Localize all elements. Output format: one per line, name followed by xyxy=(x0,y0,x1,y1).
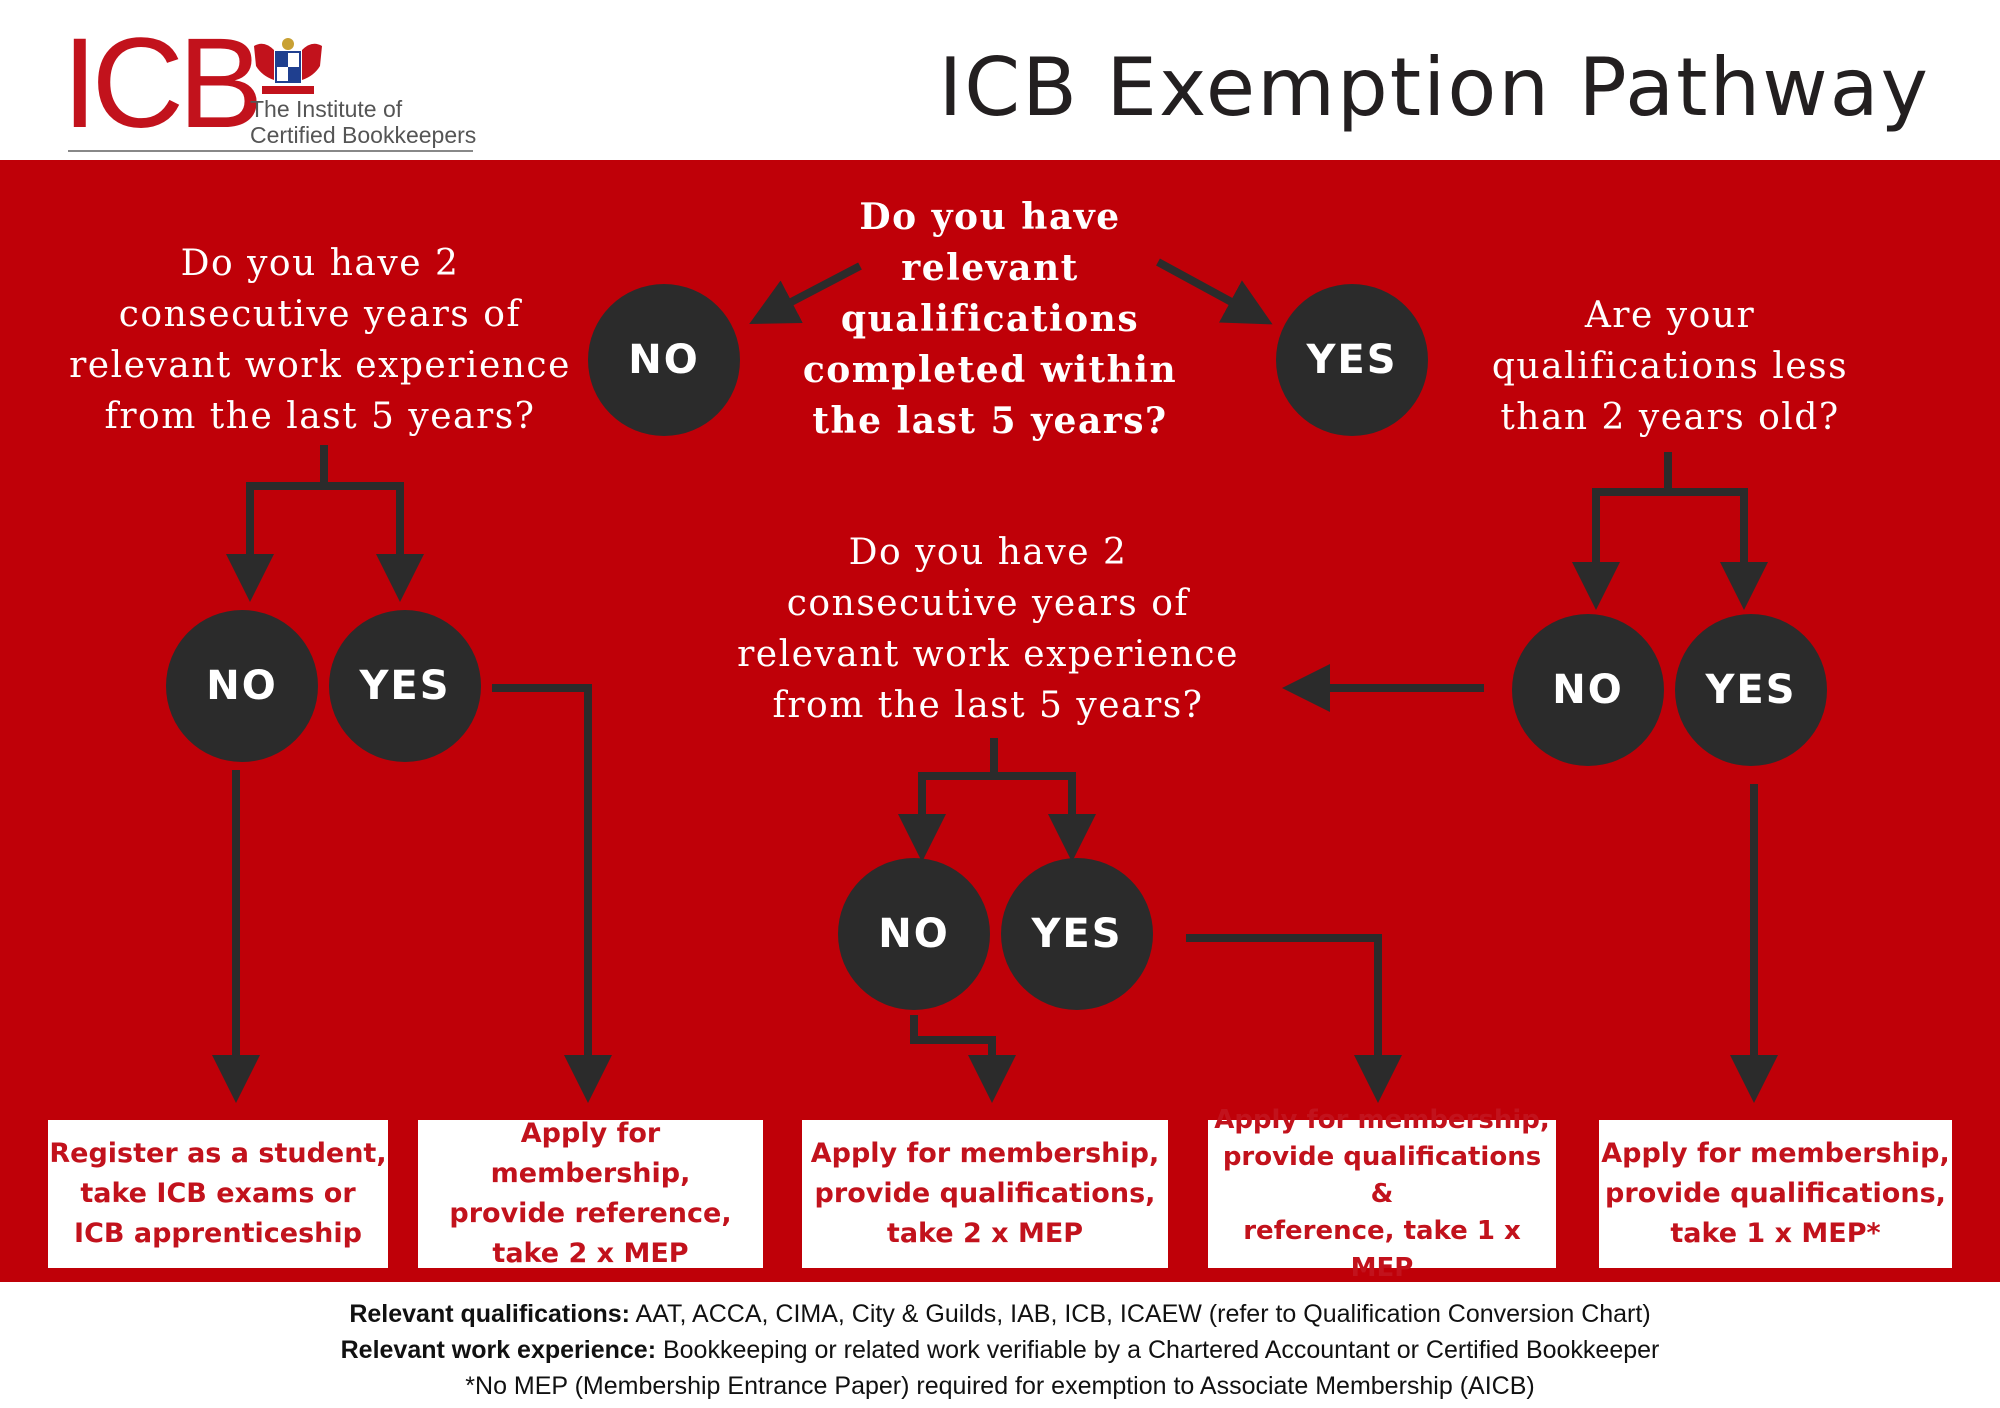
outcome-box-1: Register as a student, take ICB exams or… xyxy=(48,1120,388,1268)
outcome-line: take 2 x MEP xyxy=(886,1218,1084,1249)
crest-icon xyxy=(254,38,322,94)
answer-right-yes: YES xyxy=(1675,614,1827,766)
outcome-line: provide reference, xyxy=(449,1198,732,1229)
outcome-line: take 2 x MEP xyxy=(492,1238,689,1269)
question-right-line: than 2 years old? xyxy=(1500,397,1840,438)
footer-text: Bookkeeping or related work verifiable b… xyxy=(656,1336,1660,1364)
question-center-line: consecutive years of xyxy=(786,583,1190,624)
logo-subtitle: The Institute of Certified Bookkeepers xyxy=(250,96,476,148)
answer-main-no: NO xyxy=(588,284,740,436)
answer-center-no: NO xyxy=(838,858,990,1010)
question-left-line: consecutive years of xyxy=(118,294,522,335)
question-main-line: relevant xyxy=(901,247,1079,289)
question-center-line: relevant work experience xyxy=(737,634,1239,675)
question-left: Do you have 2 consecutive years of relev… xyxy=(60,238,580,442)
outcome-box-3: Apply for membership, provide qualificat… xyxy=(802,1120,1168,1268)
answer-left-no: NO xyxy=(166,610,318,762)
outcome-line: provide qualifications, xyxy=(1605,1178,1946,1209)
outcome-line: Apply for membership, xyxy=(1214,1104,1550,1135)
footer-label: Relevant qualifications: xyxy=(349,1300,630,1328)
logo-subtitle-line-2: Certified Bookkeepers xyxy=(250,122,477,148)
question-right-line: qualifications less xyxy=(1491,346,1849,387)
outcome-line: Apply for membership, xyxy=(1601,1138,1950,1169)
footer-line-experience: Relevant work experience: Bookkeeping or… xyxy=(0,1336,2000,1365)
question-center: Do you have 2 consecutive years of relev… xyxy=(728,527,1248,731)
icb-logo: ICB xyxy=(62,12,263,155)
answer-left-yes: YES xyxy=(329,610,481,762)
question-left-line: relevant work experience xyxy=(69,345,571,386)
logo-subtitle-line-1: The Institute of xyxy=(250,96,403,122)
logo-underline xyxy=(68,150,473,152)
outcome-box-4: Apply for membership, provide qualificat… xyxy=(1208,1105,1556,1283)
footer-line-mep-note: *No MEP (Membership Entrance Paper) requ… xyxy=(465,1372,1535,1400)
footer-text: AAT, ACCA, CIMA, City & Guilds, IAB, ICB… xyxy=(629,1300,1651,1328)
question-main-line: the last 5 years? xyxy=(812,400,1168,442)
outcome-line: take ICB exams or xyxy=(80,1178,356,1209)
footer-label: Relevant work experience: xyxy=(340,1336,657,1364)
outcome-line: provide qualifications, xyxy=(814,1178,1156,1209)
question-center-line: Do you have 2 xyxy=(848,532,1128,573)
outcome-box-5: Apply for membership, provide qualificat… xyxy=(1599,1120,1952,1268)
question-main: Do you have relevant qualifications comp… xyxy=(760,192,1220,447)
answer-center-yes: YES xyxy=(1001,858,1153,1010)
outcome-line: Register as a student, xyxy=(49,1138,387,1169)
answer-main-yes: YES xyxy=(1276,284,1428,436)
question-center-line: from the last 5 years? xyxy=(772,685,1204,726)
header: ICB The Institute of Certified Bookkeepe… xyxy=(0,0,2000,160)
question-main-line: qualifications xyxy=(840,298,1140,340)
outcome-line: ICB apprenticeship xyxy=(74,1218,362,1249)
footer-line-qualifications: Relevant qualifications: AAT, ACCA, CIMA… xyxy=(0,1300,2000,1329)
answer-right-no: NO xyxy=(1512,614,1664,766)
question-right-line: Are your xyxy=(1584,295,1756,336)
outcome-box-2: Apply for membership, provide reference,… xyxy=(418,1118,763,1269)
page-title: ICB Exemption Pathway xyxy=(938,41,1930,134)
question-main-line: completed within xyxy=(802,349,1178,391)
question-left-line: Do you have 2 xyxy=(180,243,460,284)
outcome-line: Apply for membership, xyxy=(810,1138,1160,1169)
outcome-line: Apply for membership, xyxy=(490,1118,691,1189)
question-main-line: Do you have xyxy=(859,196,1121,238)
outcome-line: take 1 x MEP* xyxy=(1670,1218,1881,1249)
outcome-line: reference, take 1 x MEP xyxy=(1243,1215,1521,1283)
outcome-line: provide qualifications & xyxy=(1222,1141,1542,1209)
question-right: Are your qualifications less than 2 year… xyxy=(1460,290,1880,443)
footer-notes: Relevant qualifications: AAT, ACCA, CIMA… xyxy=(0,1282,2000,1408)
question-left-line: from the last 5 years? xyxy=(104,396,536,437)
